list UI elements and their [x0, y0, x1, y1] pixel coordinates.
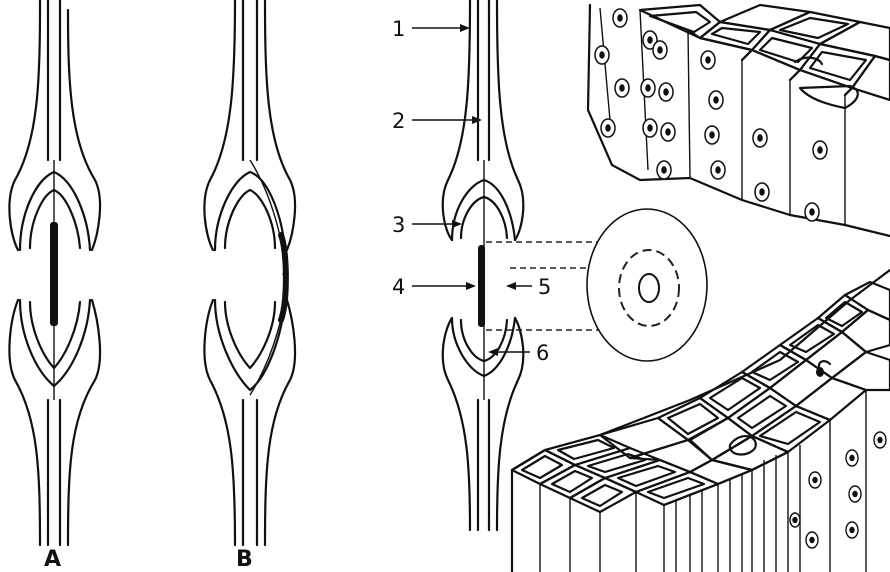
tracheid-block-lower [510, 268, 890, 572]
callout-5: 5 [538, 275, 551, 299]
panel-a-pit [8, 0, 102, 547]
callout-arrows [412, 24, 532, 356]
pit-face-view [586, 208, 708, 362]
callout-4: 4 [392, 275, 405, 299]
panel-label-b: B [236, 547, 253, 572]
labelled-pit [441, 0, 641, 532]
callout-3: 3 [392, 213, 405, 237]
panel-b-pit [203, 0, 297, 547]
panel-label-a: A [44, 547, 61, 572]
upper-block-pits [594, 8, 828, 222]
callout-1: 1 [392, 17, 405, 41]
callout-6: 6 [536, 341, 549, 365]
callout-2: 2 [392, 109, 405, 133]
tracheid-block-upper [586, 3, 890, 238]
